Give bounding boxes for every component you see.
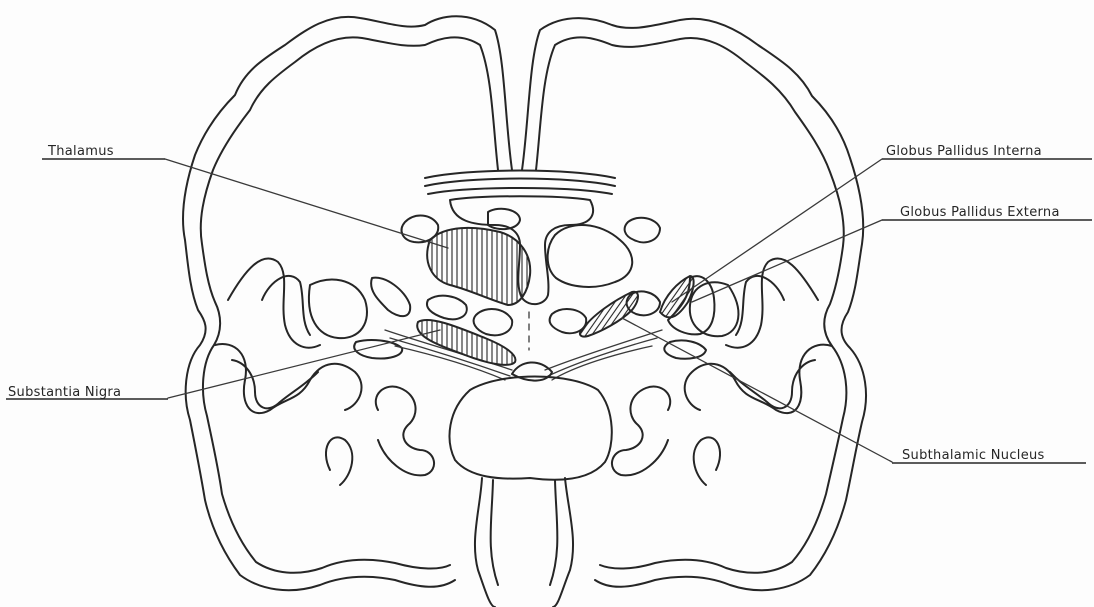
right-temporal-lower-fold (694, 437, 720, 485)
right-optic-tract-2 (548, 338, 657, 376)
corpus-callosum-line-1 (425, 171, 615, 179)
right-hemisphere-outline (522, 18, 866, 590)
globus-pallidus-interna-label: Globus Pallidus Interna (886, 144, 1042, 159)
left-mammillary (474, 309, 513, 335)
globus-pallidus-externa-label: Globus Pallidus Externa (900, 205, 1060, 220)
left-putamen-outline (371, 278, 410, 317)
thalamus-leader (165, 159, 448, 248)
left-internal-capsule (427, 296, 467, 320)
right-temporal-fold (685, 345, 832, 413)
right-hemisphere-inner-outline (536, 37, 846, 572)
corpus-callosum-line-3 (428, 188, 612, 194)
left-hemisphere-inner-outline (201, 37, 498, 572)
left-temporal-lower-fold (326, 437, 352, 485)
thalamus-hatched (427, 228, 530, 305)
substantia-nigra-label: Substantia Nigra (8, 385, 121, 400)
corpus-callosum-line-2 (425, 179, 615, 187)
right-mammillary (550, 309, 587, 333)
gp-interna-leader (672, 159, 882, 302)
left-temporal-fold (215, 344, 362, 413)
substantia-nigra-hatched (417, 320, 515, 365)
medulla-inner (491, 480, 558, 585)
right-temporal-fold-inner (730, 360, 815, 408)
left-hippocampus-loop (376, 387, 434, 476)
right-thalamus-outline (548, 225, 633, 287)
right-sylvian-fold (726, 258, 818, 347)
right-optic-tract-1 (545, 330, 662, 370)
medulla (475, 478, 573, 607)
subthalamic-leader (622, 318, 892, 462)
left-hemisphere-outline (183, 16, 512, 590)
left-sylvian-fold (228, 258, 320, 347)
right-optic-tract-3 (552, 346, 652, 380)
subthalamic-nucleus-hatched (580, 292, 638, 337)
right-caudate-nucleus (625, 218, 660, 243)
left-claustrum-region (309, 280, 367, 339)
subthalamic-nucleus-label: Subthalamic Nucleus (902, 448, 1045, 463)
thalamus-label: Thalamus (47, 144, 114, 159)
pons (450, 377, 612, 480)
right-hippocampus-loop (612, 387, 670, 476)
